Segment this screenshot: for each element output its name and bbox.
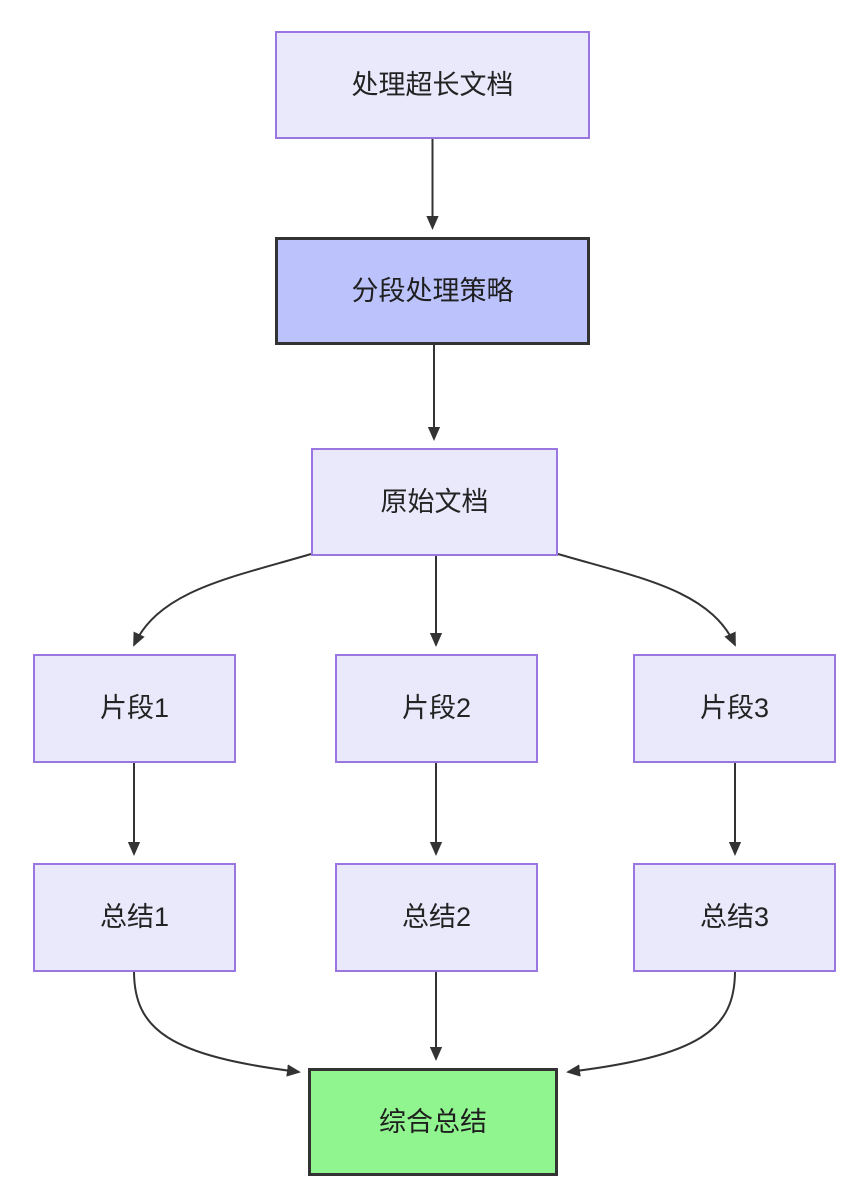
node-fragment-2[interactable]: 片段2	[335, 654, 538, 763]
node-source-doc[interactable]: 原始文档	[311, 448, 558, 556]
node-fragment-3[interactable]: 片段3	[633, 654, 836, 763]
node-chunk-strategy-label: 分段处理策略	[351, 275, 514, 306]
node-chunk-strategy[interactable]: 分段处理策略	[275, 237, 590, 345]
edge-source-to-fragment-3	[557, 553, 736, 647]
node-process-long-doc[interactable]: 处理超长文档	[275, 31, 590, 139]
node-fragment-1[interactable]: 片段1	[33, 654, 236, 763]
node-final-summary[interactable]: 综合总结	[308, 1068, 558, 1176]
node-fragment-2-label: 片段2	[401, 693, 472, 724]
node-summary-3-label: 总结3	[699, 902, 770, 933]
node-summary-3[interactable]: 总结3	[633, 863, 836, 972]
edge-summary-1-to-final	[133, 970, 301, 1077]
node-summary-2-label: 总结2	[401, 902, 472, 933]
node-final-summary-label: 综合总结	[379, 1106, 487, 1137]
node-summary-1[interactable]: 总结1	[33, 863, 236, 972]
node-process-long-doc-label: 处理超长文档	[351, 69, 514, 100]
node-fragment-1-label: 片段1	[99, 693, 170, 724]
edge-summary-3-to-final	[566, 970, 736, 1077]
node-fragment-3-label: 片段3	[699, 693, 770, 724]
node-summary-2[interactable]: 总结2	[335, 863, 538, 972]
edge-source-to-fragment-1	[133, 553, 312, 647]
node-source-doc-label: 原始文档	[380, 486, 489, 517]
node-summary-1-label: 总结1	[99, 902, 170, 933]
